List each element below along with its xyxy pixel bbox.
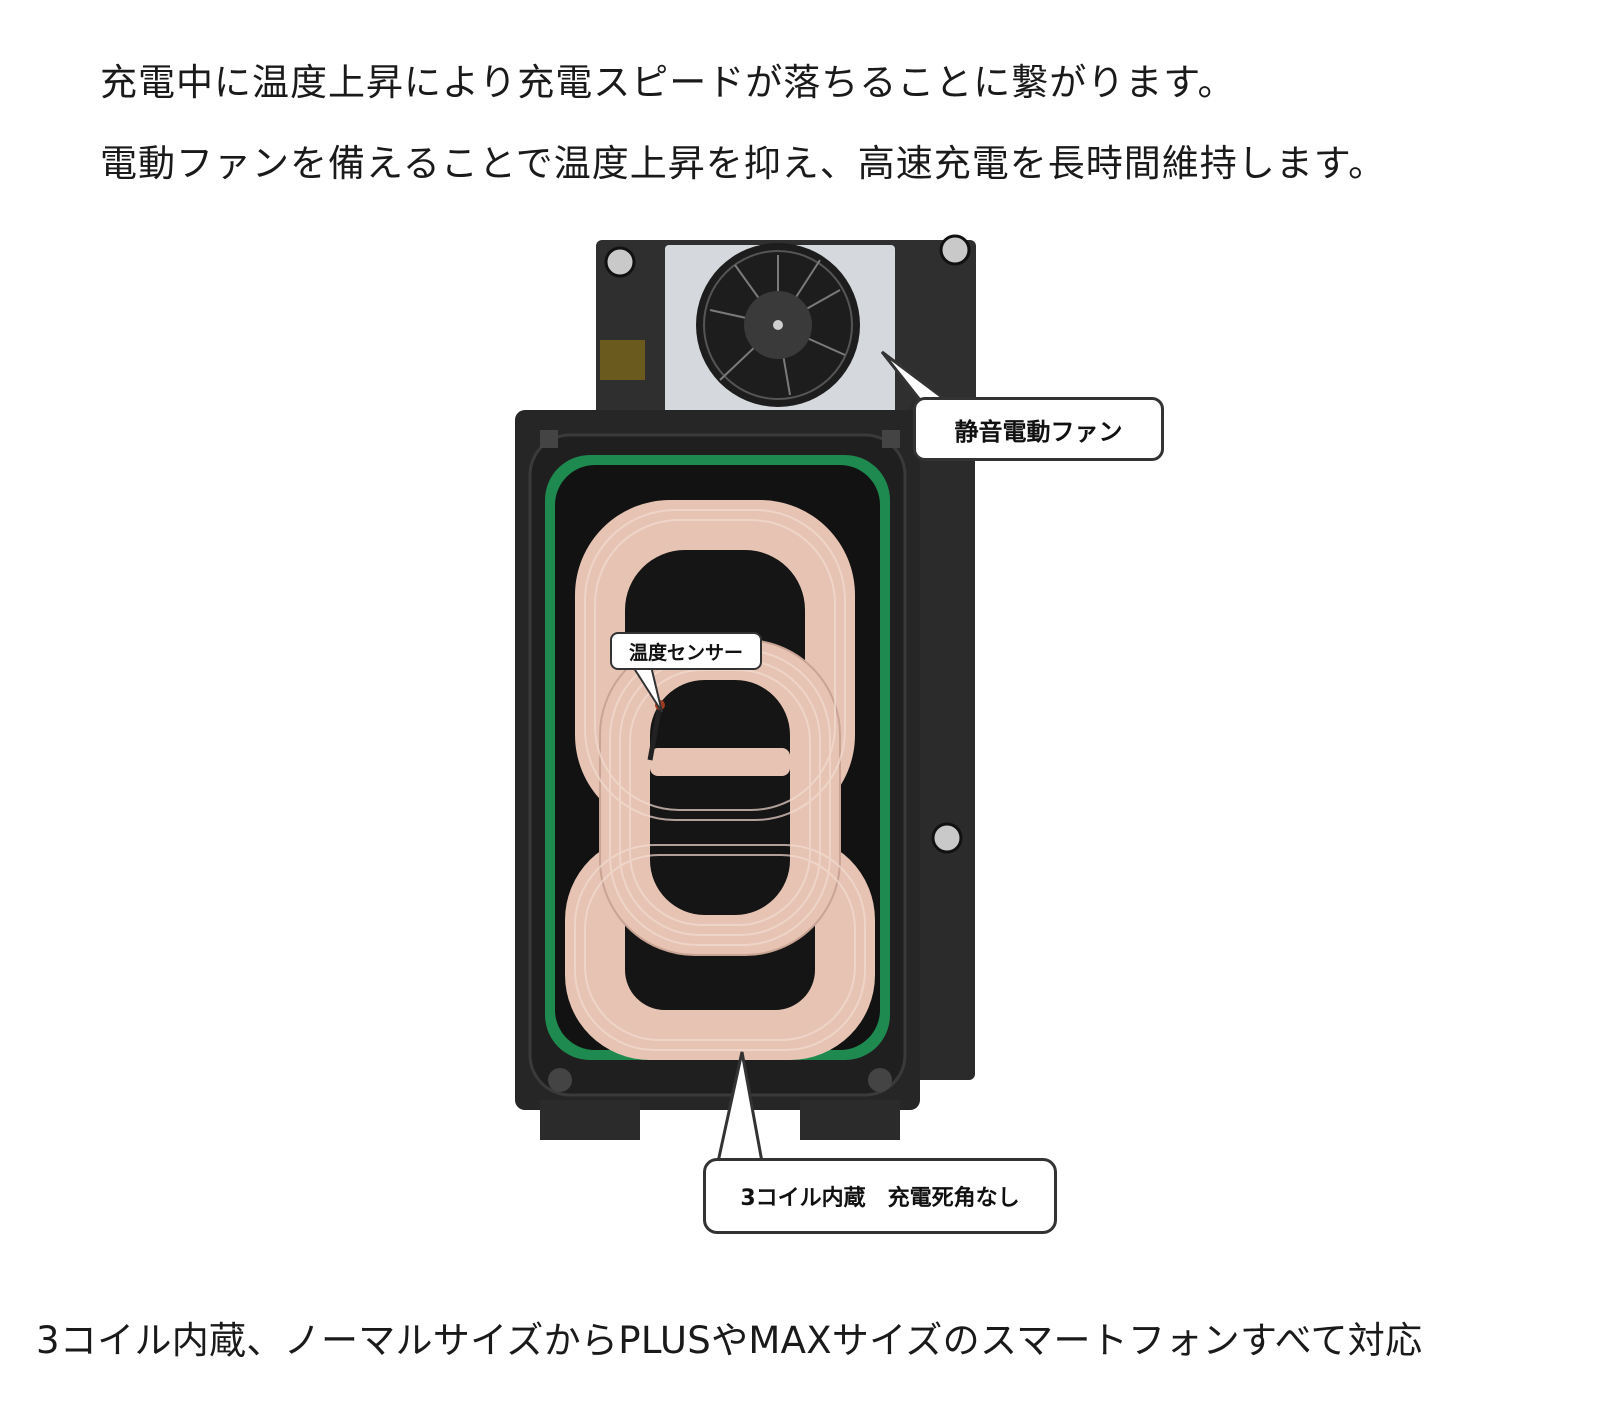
callout-coil-label: 3コイル内蔵 充電死角なし [703,1158,1057,1234]
footer-compatibility-text: 3コイル内蔵、ノーマルサイズからPLUSやMAXサイズのスマートフォンすべて対応 [36,1319,1423,1362]
charger-internal-photo [515,234,976,1140]
callout-fan-label: 静音電動ファン [913,397,1164,461]
headline-line-1: 充電中に温度上昇により充電スピードが落ちることに繋がります。 [100,61,1236,104]
fan-icon [696,243,860,407]
callout-sensor-label: 温度センサー [610,632,762,670]
charging-coils [565,500,875,1060]
callout-coil-tail [716,1051,764,1164]
headline-line-2: 電動ファンを備えることで温度上昇を抑え、高速充電を長時間維持します。 [100,142,1387,185]
